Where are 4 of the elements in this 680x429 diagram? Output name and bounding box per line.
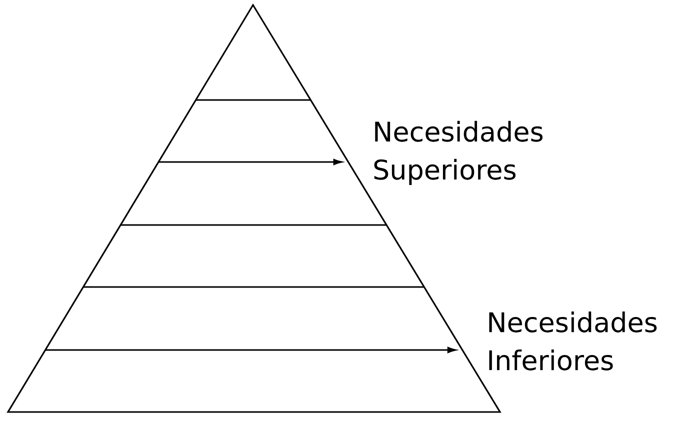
label-text: Necesidades Inferiores (489, 312, 657, 370)
label-text: Necesidades Superiores (374, 120, 543, 186)
arrow (158, 158, 342, 166)
arrow (45, 346, 456, 354)
